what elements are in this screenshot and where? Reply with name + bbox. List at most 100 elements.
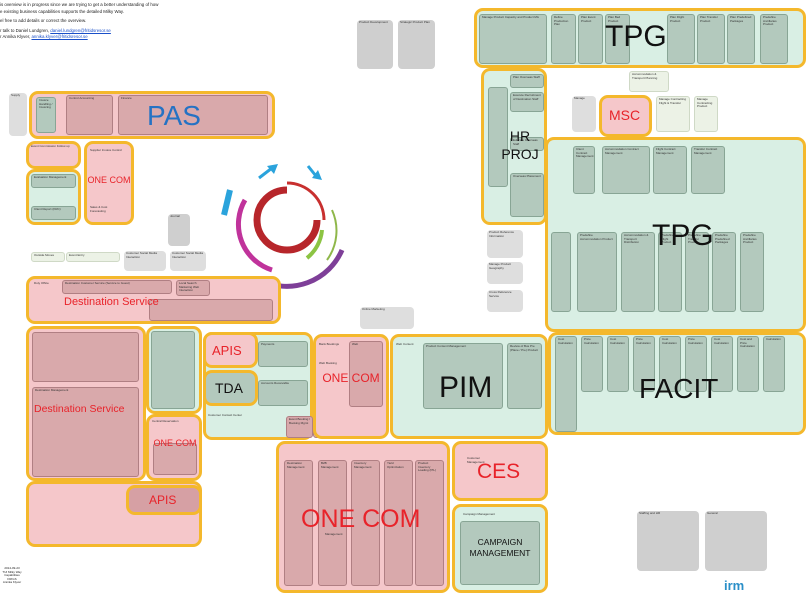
capability-label: Web Booking	[319, 361, 337, 365]
capability-box: Plan Transfer Product	[697, 14, 725, 64]
capability-box: Flight Contract Management	[653, 146, 687, 194]
social-media-box: Customer Social Media Interaction	[170, 251, 206, 271]
capability-label: Bank Bookings	[319, 342, 340, 346]
capability-box: Manage Product Capacity and Product Mix	[479, 14, 547, 64]
capability-box: Plan Overseas Staff	[510, 74, 544, 88]
tpg-top-label: TPG	[605, 20, 667, 53]
capability-box: Control Accounting	[66, 95, 113, 135]
strategic-product-plan-box: Strategic Product Plan	[398, 20, 435, 69]
capability-box: Predefine Ancillaries Product	[760, 14, 788, 64]
capability-label: Customer Management	[467, 456, 485, 464]
document-footer: 2014-09-23 TUI Milky Way Capabilities FR…	[2, 566, 22, 585]
timeline-box: Event Entry	[66, 252, 120, 262]
product-geography-box: Manage Product Geography	[487, 262, 523, 284]
social-media-box: Customer Social Media Interaction	[124, 251, 166, 271]
capability-box: Destination Management	[284, 460, 313, 586]
apis-bottom-group: APIS	[126, 485, 202, 515]
hr-proj-group: Plan Overseas Staff Execute Recruitment …	[481, 68, 547, 225]
one-com-bottom-label: ONE COM	[301, 505, 421, 533]
apis-mid-label: APIS	[212, 343, 242, 358]
capability-box: Local Search Marketing Web Interaction	[176, 280, 210, 296]
campaign-management-label: CAMPAIGN MANAGEMENT	[469, 537, 531, 558]
irm-logo: irm	[724, 578, 745, 593]
tpg-top-group: Manage Product Capacity and Product Mix …	[474, 8, 806, 68]
tpg-left-strip	[551, 232, 571, 312]
capability-box: Finance	[118, 95, 268, 135]
capability-label: Duty Office	[34, 281, 49, 285]
capability-box: Cost Calculation	[555, 336, 577, 432]
capability-box: Overseas Placement	[510, 173, 544, 217]
capability-box: Educate Overseas Staff	[510, 137, 544, 151]
capability-box: Payments	[258, 341, 308, 367]
capability-label: Central Reservation	[152, 419, 179, 423]
capability-box: Cost Calculation	[659, 336, 681, 392]
one-com-mid-group: Central Reservation ONE COM	[146, 414, 202, 481]
capability-box: Accommodation Contract Management	[602, 146, 650, 194]
destination-service-main-label: Destination Service	[34, 403, 125, 415]
evaluation-group: Evaluation Management Client Report (KRC…	[26, 169, 81, 225]
product-development-box: Product Development	[357, 20, 393, 69]
msc-label: MSC	[609, 107, 641, 123]
capability-box	[32, 332, 139, 382]
capability-box: Transfer Contract Management	[691, 146, 725, 194]
supply-box: Supply	[9, 93, 27, 136]
pas-group: Invoice Handling / Invoicing Control Acc…	[29, 91, 275, 139]
product-reference-box: Product Reference Information	[487, 230, 523, 258]
intro-line-3: el free to add details or correct the ov…	[0, 18, 87, 24]
capability-box	[151, 331, 195, 409]
hr-proj-label: HR PROJ	[501, 128, 539, 162]
msc-side-box: Manage	[572, 96, 596, 132]
capability-box	[460, 521, 540, 585]
capability-label: Campaign Management	[463, 512, 496, 516]
capability-box: Cost and Price Calculation	[737, 336, 759, 392]
daniel-email-link[interactable]: daniel.lundgren@fritidsresor.se	[50, 27, 111, 33]
one-com-small-group: Supplier Invoice Control ONE COM Sales &…	[84, 141, 134, 225]
timeline-box: Outside Moves	[31, 252, 65, 262]
one-com-bottom-group: Destination Management B2B Management In…	[276, 441, 450, 593]
capability-box: Price Calculation	[685, 336, 707, 392]
intro-note: is overview is in progress since we are …	[0, 2, 159, 40]
general-box: General	[705, 511, 767, 571]
capability-box: Cost Calculation	[607, 336, 629, 392]
capability-box: Calculation	[763, 336, 785, 392]
capability-box: Destination Customer Service (Service to…	[62, 280, 172, 294]
capability-box: Predefine Predefined Packages	[712, 232, 736, 312]
capability-box: Execute Recruitment of Destination Staff	[510, 92, 544, 112]
mint-strip-group	[146, 326, 202, 414]
destination-service-top-label: Destination Service	[64, 296, 159, 308]
online-marketing-box: Online Marketing	[360, 307, 414, 329]
capability-box: Client Report (KRC)	[31, 206, 76, 220]
facit-group: Cost Calculation Price Calculation Cost …	[548, 332, 806, 435]
apis-bottom-label: APIS	[149, 493, 177, 507]
one-com-center-label: ONE COM	[322, 371, 380, 385]
capability-box: Plan Flight Product	[667, 14, 695, 64]
capability-box: Review of Bus Pre (Plane / Pre) Product	[507, 343, 542, 409]
capability-box: Plan Bed Product	[605, 14, 630, 64]
capability-box: Cost Calculation	[711, 336, 733, 392]
staffing-hr-box: Staffing and HR	[637, 511, 699, 571]
capability-box: Web	[349, 341, 383, 407]
capability-label: Supplier Invoice Control	[90, 148, 122, 152]
capability-box: Manage Contracting Product	[694, 96, 718, 132]
apis-mid-group: APIS	[203, 332, 258, 368]
capability-box: Predefine Flight Product	[658, 232, 682, 312]
one-com-mid-label: ONE COM	[153, 438, 197, 448]
capability-box: Define Production Plan	[551, 14, 576, 64]
tpg-right-group: Client Contract Management Accommodation…	[545, 137, 806, 332]
cross-reference-box: Cross Reference Service	[487, 290, 523, 312]
capability-box: Predefine Ancillaries Product	[740, 232, 764, 312]
capability-box: B2B Management	[318, 460, 347, 586]
capability-box: Product Content Management	[423, 343, 503, 409]
accommodation-transport-planning-box: Accommodation & Transport Planning	[629, 71, 669, 92]
intro-line-1: is overview is in progress since we are …	[0, 2, 159, 7]
event-commission-box: Event Commission Follow up	[26, 141, 81, 169]
annika-email-link[interactable]: annika.klyver@fritidsresor.se	[31, 34, 88, 40]
capability-box: Accommodation & Transport Distribution	[621, 232, 655, 312]
tpg-right-label: TPG	[652, 219, 714, 252]
msc-group: MSC	[599, 95, 652, 137]
destination-service-main-group: Destination Management Destination Servi…	[26, 326, 146, 481]
facit-label: FACIT	[639, 373, 719, 404]
capability-box: Inventory Management	[351, 460, 380, 586]
capability-box: Plan Predefined Packages	[727, 14, 755, 64]
capability-box: Event Booking / Booking Mgmt	[286, 416, 313, 438]
